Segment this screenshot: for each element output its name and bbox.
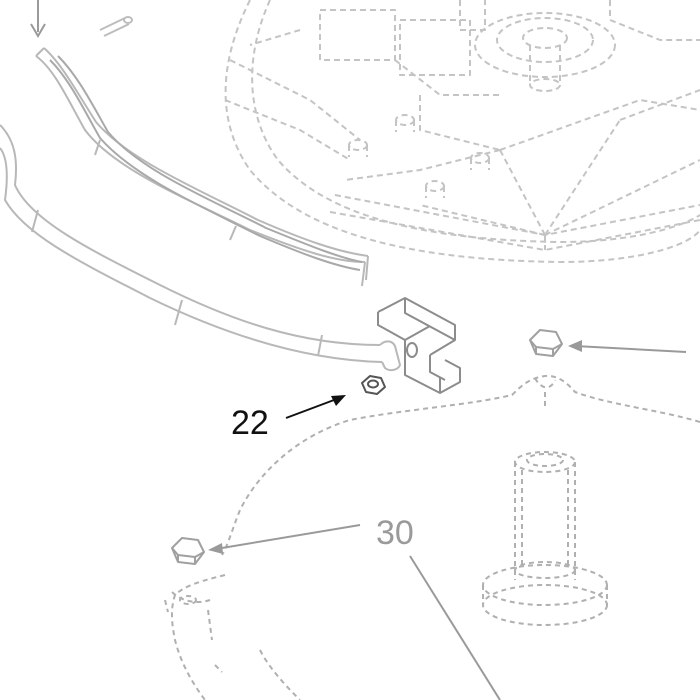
callout-22-arrowhead [331, 395, 346, 406]
callout-30-arrowhead [208, 543, 223, 554]
blade-strip-outer [35, 55, 366, 263]
hex-nut-22 [361, 375, 386, 395]
blade-strip-inner [43, 47, 369, 257]
clevis-bracket [377, 297, 461, 394]
pin-top [99, 16, 133, 37]
callout-30-label: 30 [376, 514, 414, 552]
top-left-pointer [30, 0, 46, 38]
outer-rail [0, 124, 381, 346]
callout-30-leader-down [409, 555, 501, 700]
callout-22-leader [285, 399, 335, 419]
callout-22-label: 22 [231, 404, 269, 442]
callout-30-leader-to-nut [221, 524, 361, 549]
callout-22: 22 [231, 395, 346, 442]
deck-inner-rim [251, 0, 700, 243]
lower-housing [164, 374, 700, 700]
lower-housing-outline [221, 374, 700, 556]
blade-assembly [0, 47, 401, 372]
right-pointer [568, 340, 687, 353]
deck-outer-rim [224, 0, 700, 263]
hex-nut-lower-left [171, 537, 205, 565]
callout-30: 30 [208, 514, 501, 700]
hex-nut-right [529, 329, 563, 357]
deck-housing [224, 0, 700, 263]
